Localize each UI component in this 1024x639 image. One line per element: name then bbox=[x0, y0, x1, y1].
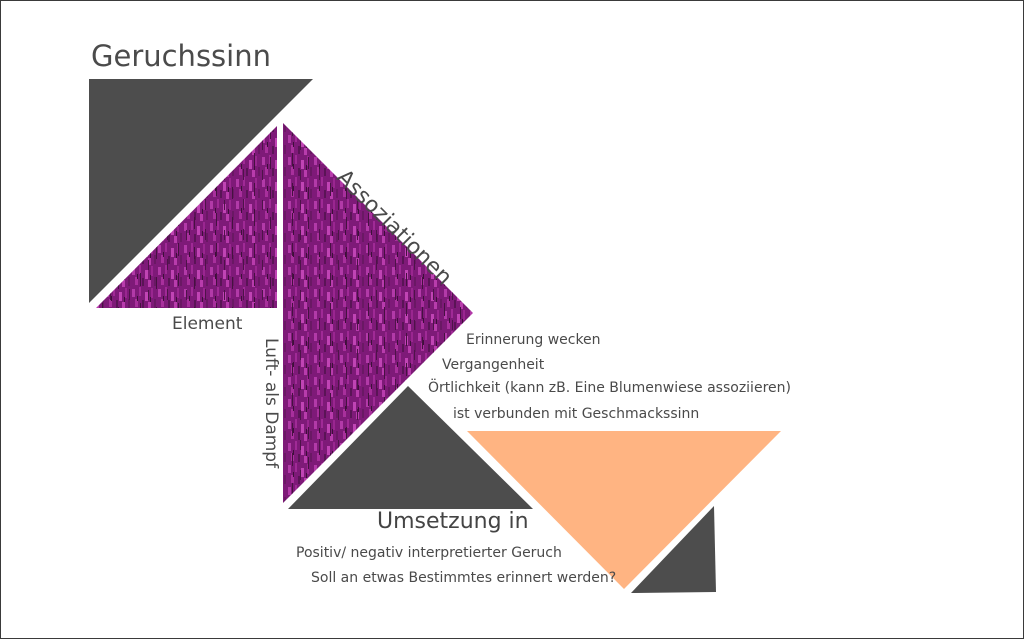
page-title: Geruchssinn bbox=[91, 39, 271, 73]
umsetzung-item: Soll an etwas Bestimmtes erinnert werden… bbox=[311, 570, 617, 586]
assoziation-item: Vergangenheit bbox=[442, 357, 545, 373]
lavender-texture-small bbox=[96, 126, 277, 308]
assoziation-item: Örtlichkeit (kann zB. Eine Blumenwiese a… bbox=[428, 380, 791, 396]
assoziation-item: Erinnerung wecken bbox=[466, 332, 601, 348]
dark-triangle-top bbox=[89, 79, 313, 303]
dark-triangle-bottom bbox=[631, 506, 716, 593]
luft-label: Luft- als Dampf bbox=[261, 338, 281, 469]
dark-triangle-middle bbox=[288, 386, 533, 509]
umsetzung-heading: Umsetzung in bbox=[377, 509, 529, 534]
umsetzung-item: Positiv/ negativ interpretierter Geruch bbox=[296, 545, 562, 561]
lavender-texture-large bbox=[283, 123, 473, 503]
assoziation-item: ist verbunden mit Geschmackssinn bbox=[453, 406, 700, 422]
element-label: Element bbox=[172, 314, 243, 334]
peach-triangle bbox=[467, 431, 781, 589]
